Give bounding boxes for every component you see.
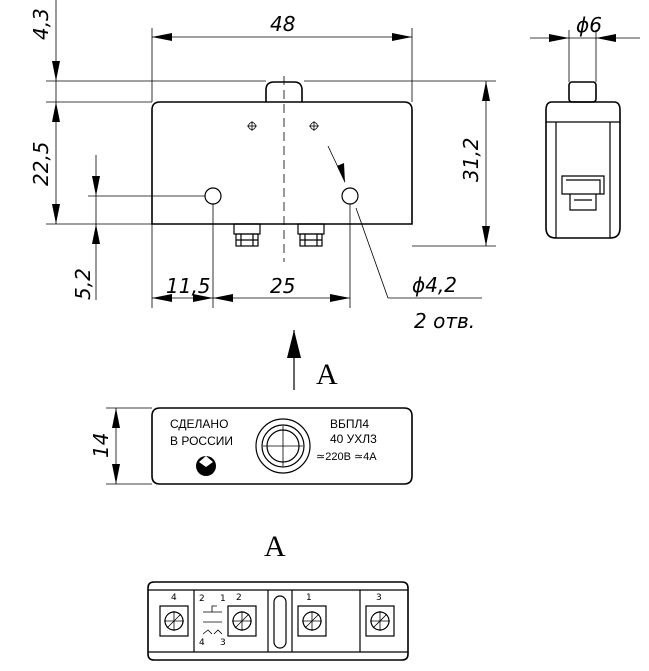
- plate-text-rating: ≃220В ≃4А: [316, 451, 377, 463]
- terminal-view: 4 2 1 3: [147, 581, 409, 661]
- view-label-a: A: [264, 530, 286, 563]
- plunger-top-circle: [255, 418, 311, 474]
- side-view: ϕ6: [530, 13, 640, 239]
- view-arrow: A: [287, 330, 338, 391]
- label-plate: СДЕЛАНО В РОССИИ ВБПЛ4 40 УХЛ3 ≃220В ≃4А…: [89, 407, 413, 485]
- contact-schema: 2 1 4 3: [199, 594, 226, 648]
- dim-25: 25: [270, 274, 295, 298]
- mounting-hole-right: [341, 187, 359, 205]
- terminal-2: 2: [227, 593, 257, 637]
- dim-22-5: 22,5: [29, 141, 53, 186]
- svg-text:2: 2: [199, 594, 205, 604]
- side-terminal: [561, 175, 605, 211]
- svg-text:1: 1: [306, 593, 312, 603]
- plate-text-russia: В РОССИИ: [170, 434, 233, 448]
- plate-text-made: СДЕЛАНО: [170, 417, 228, 431]
- svg-text:3: 3: [376, 593, 382, 603]
- plate-text-climate: 40 УХЛ3: [330, 432, 377, 446]
- dim-5-2: 5,2: [71, 268, 95, 300]
- center-slot: [273, 595, 287, 649]
- terminal-4: 4: [159, 593, 189, 637]
- front-view: 48 4,3 22,5 5,2 31,2 11,5 25: [29, 0, 496, 333]
- dim-2-holes: 2 отв.: [414, 309, 475, 333]
- terminal-1: 1: [297, 593, 327, 637]
- svg-text:1: 1: [220, 594, 226, 604]
- switch-body-outline: [151, 101, 413, 225]
- dim-phi-4-2: ϕ4,2: [412, 273, 457, 297]
- bottom-terminal-left: [233, 223, 261, 247]
- side-body-outline: [545, 101, 621, 239]
- plate-text-model: ВБПЛ4: [330, 417, 369, 431]
- dim-14: 14: [89, 433, 113, 458]
- dim-4-3: 4,3: [29, 8, 53, 40]
- dim-phi-6: ϕ6: [576, 13, 602, 37]
- svg-text:4: 4: [171, 593, 177, 603]
- manufacturer-logo: [196, 456, 216, 476]
- svg-text:4: 4: [199, 638, 205, 648]
- svg-text:3: 3: [220, 638, 226, 648]
- cross-mark-left: [247, 121, 257, 131]
- dim-48: 48: [270, 12, 295, 36]
- dim-11-5: 11,5: [166, 274, 211, 298]
- cross-mark-right: [309, 121, 319, 131]
- arrow-label-a: A: [316, 358, 338, 391]
- svg-text:2: 2: [236, 593, 242, 603]
- terminal-3: 3: [365, 593, 395, 637]
- dim-31-2: 31,2: [459, 137, 483, 182]
- bottom-terminal-right: [297, 223, 325, 247]
- mounting-hole-left: [204, 187, 222, 205]
- side-plunger: [568, 81, 597, 103]
